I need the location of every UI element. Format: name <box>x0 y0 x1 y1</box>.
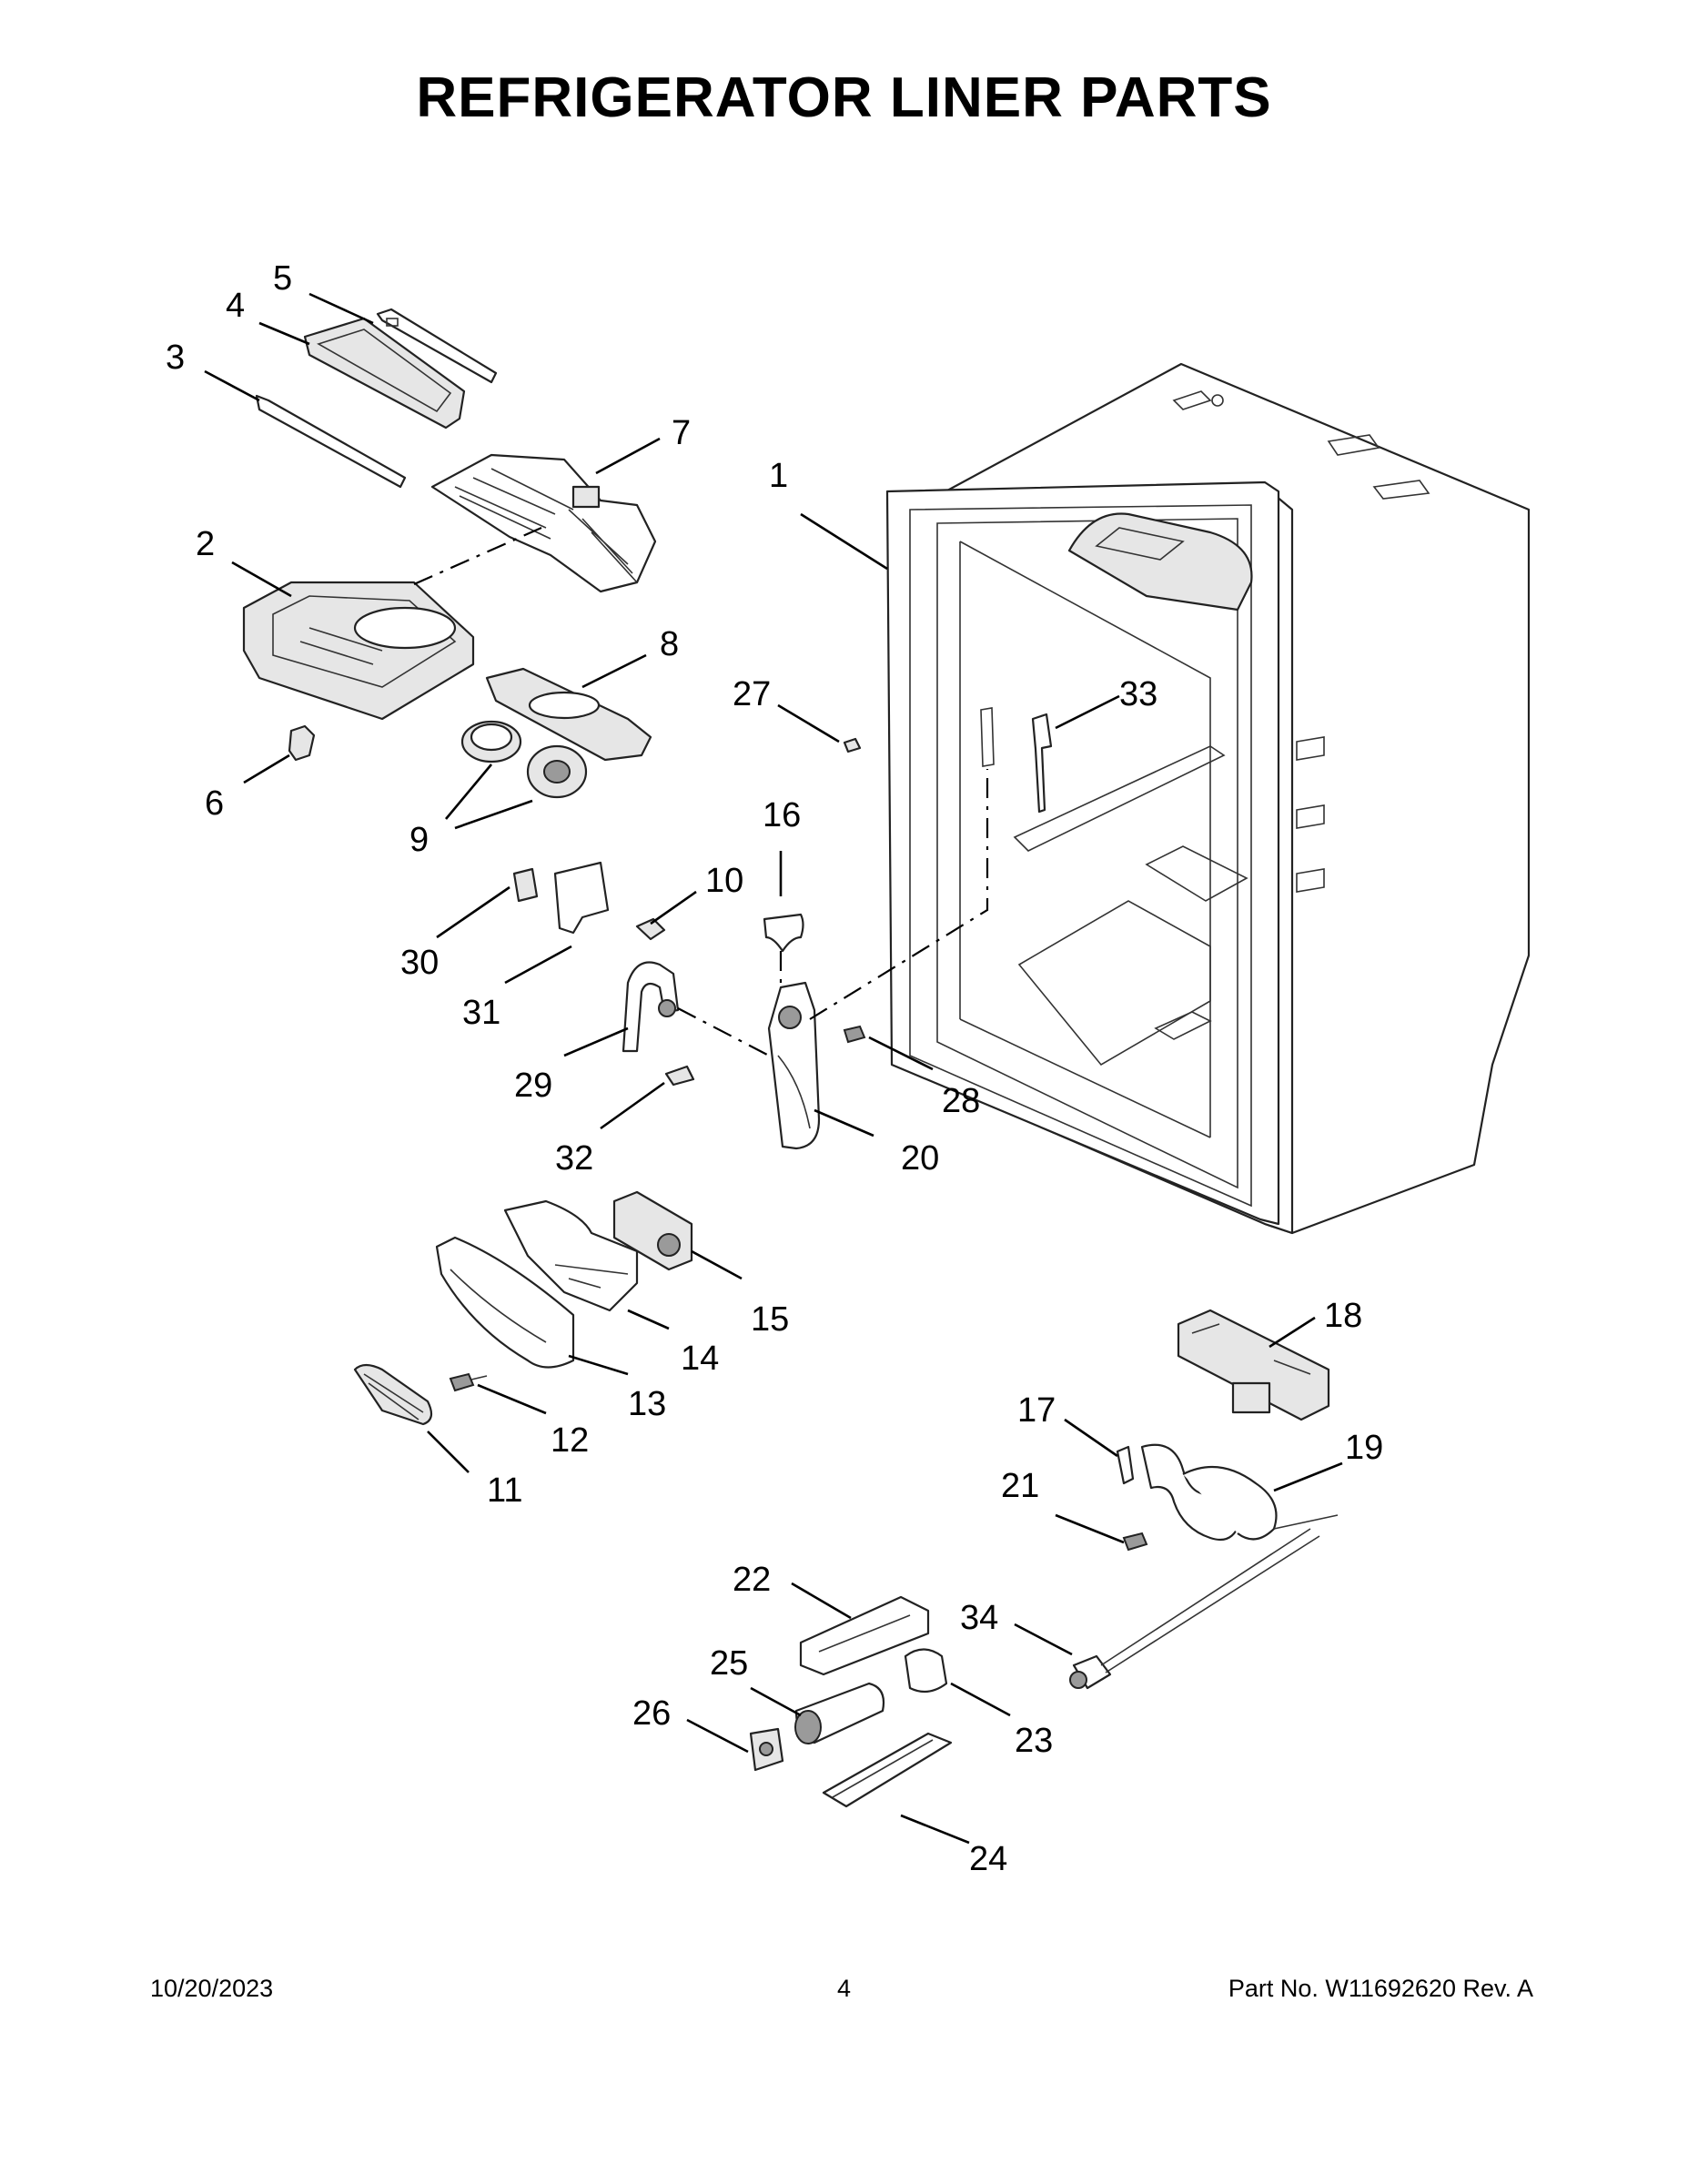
alignment-line-2-7 <box>413 526 542 586</box>
part-11-trim[interactable] <box>353 1363 433 1426</box>
part-22-bracket[interactable] <box>799 1595 930 1676</box>
callout-7: 7 <box>672 414 691 452</box>
callout-32: 32 <box>555 1139 593 1178</box>
callout-14: 14 <box>681 1340 719 1378</box>
callout-5: 5 <box>273 259 292 298</box>
callout-3: 3 <box>166 339 185 377</box>
callout-1: 1 <box>769 457 788 495</box>
part-5-bracket[interactable] <box>376 308 498 384</box>
callout-20: 20 <box>901 1139 939 1178</box>
liner-part-1[interactable] <box>885 362 1531 1235</box>
callout-25: 25 <box>710 1644 748 1683</box>
callout-6: 6 <box>205 784 224 823</box>
callout-9: 9 <box>409 821 429 859</box>
leader-lines <box>204 292 1343 1845</box>
callout-17: 17 <box>1017 1391 1056 1430</box>
callout-19: 19 <box>1345 1429 1383 1467</box>
callout-4: 4 <box>226 287 245 325</box>
callout-30: 30 <box>400 944 439 982</box>
part-13-cover[interactable] <box>435 1236 575 1369</box>
part-19-water-tubing[interactable] <box>1140 1443 1339 1541</box>
callout-27: 27 <box>733 675 771 713</box>
part-2-air-tower-cover[interactable] <box>242 581 475 721</box>
part-29-tube[interactable] <box>622 961 680 1053</box>
part-32-clip[interactable] <box>664 1065 695 1087</box>
callout-12: 12 <box>551 1421 589 1460</box>
part-21-screw[interactable] <box>1122 1532 1148 1552</box>
alignment-line-29-20 <box>677 1007 770 1057</box>
alignment-line-20-liner <box>809 769 989 1020</box>
footer-page-number: 4 <box>836 1975 852 2002</box>
part-7-grille[interactable] <box>430 453 657 593</box>
callout-2: 2 <box>196 525 215 563</box>
callout-22: 22 <box>733 1561 771 1599</box>
part-17-tube[interactable] <box>1116 1445 1135 1485</box>
part-31-bracket[interactable] <box>553 861 610 935</box>
callout-13: 13 <box>628 1385 666 1423</box>
callout-11: 11 <box>487 1471 522 1510</box>
part-20-housing[interactable] <box>767 981 821 1150</box>
callout-34: 34 <box>960 1599 998 1637</box>
part-4-housing[interactable] <box>303 317 466 430</box>
part-18-bracket[interactable] <box>1177 1309 1330 1421</box>
callout-28: 28 <box>942 1082 980 1120</box>
callout-18: 18 <box>1324 1297 1362 1335</box>
callout-31: 31 <box>462 994 500 1032</box>
part-14-housing[interactable] <box>503 1199 639 1312</box>
part-23-filter-cap[interactable] <box>904 1648 948 1694</box>
part-28-screw[interactable] <box>843 1025 866 1044</box>
part-12-screw[interactable] <box>449 1372 488 1392</box>
callout-numbers: 1 2 3 4 5 6 7 8 9 10 11 12 13 14 15 16 1… <box>166 259 1383 1878</box>
callout-26: 26 <box>632 1694 671 1733</box>
callout-16: 16 <box>763 796 801 834</box>
part-30-switch[interactable] <box>512 867 539 903</box>
callout-24: 24 <box>969 1840 1007 1878</box>
callout-10: 10 <box>705 862 743 900</box>
part-10-clip[interactable] <box>635 917 666 941</box>
callout-21: 21 <box>1001 1467 1039 1505</box>
part-8-tray[interactable] <box>485 667 652 762</box>
part-27-clip[interactable] <box>843 737 862 753</box>
part-34-thermistor[interactable] <box>1069 1528 1320 1690</box>
part-9-fan-assembly[interactable] <box>460 720 588 799</box>
page-title: REFRIGERATOR LINER PARTS <box>416 66 1272 129</box>
callout-8: 8 <box>660 625 679 663</box>
callout-33: 33 <box>1119 675 1157 713</box>
footer-date: 10/20/2023 <box>150 1975 274 2002</box>
part-16-seal[interactable] <box>763 913 804 953</box>
part-25-water-filter[interactable] <box>794 1682 885 1744</box>
callout-15: 15 <box>751 1300 789 1339</box>
part-6-clip[interactable] <box>288 724 316 762</box>
part-26-bypass-cap[interactable] <box>749 1727 784 1772</box>
part-3-rail[interactable] <box>255 394 407 489</box>
part-15-module[interactable] <box>612 1190 693 1271</box>
part-33-sensor[interactable] <box>1031 713 1053 814</box>
part-24-filter-door[interactable] <box>822 1732 953 1808</box>
callout-29: 29 <box>514 1067 552 1105</box>
callout-23: 23 <box>1015 1722 1053 1760</box>
footer-part-number: Part No. W11692620 Rev. A <box>1228 1975 1533 2002</box>
